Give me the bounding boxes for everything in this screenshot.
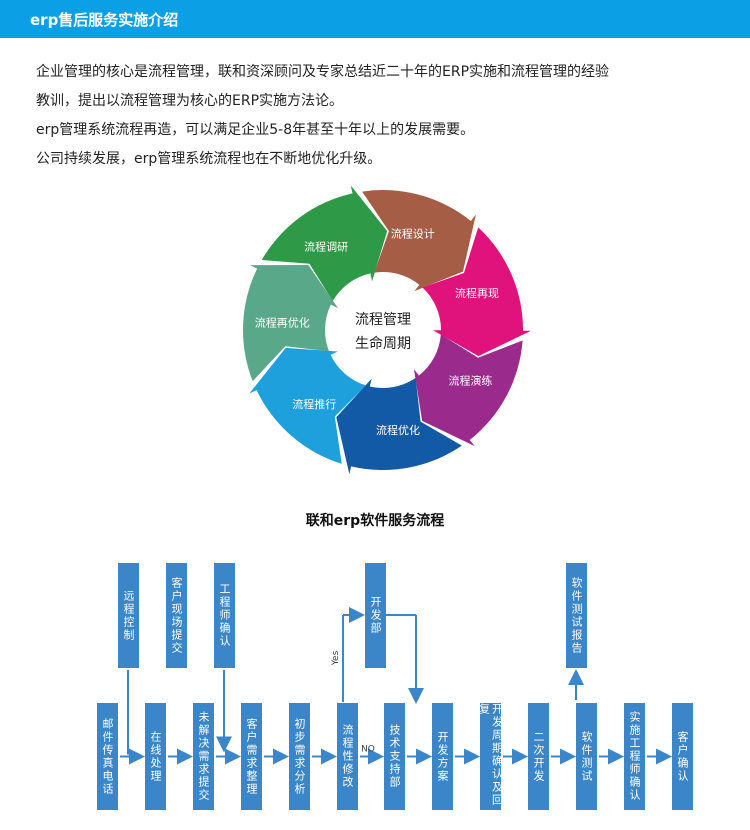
cycle-segment-label: 流程调研 [304, 240, 348, 254]
page-title: erp售后服务实施介绍 [30, 11, 179, 29]
cycle-segment [261, 185, 388, 301]
flow-step-box: 在线处理 [145, 703, 166, 810]
yes-label: Yes [331, 650, 341, 666]
flow-step-box: 实施工程师确认 [624, 703, 645, 810]
cycle-segment-label: 流程优化 [376, 423, 420, 437]
cycle-segment-label: 流程再优化 [255, 315, 310, 329]
flow-step-box: 开发方案 [432, 703, 453, 810]
intro-line: erp管理系统流程再造，可以满足企业5-8年甚至十年以上的发展需要。 [36, 122, 475, 138]
cycle-center-label: 流程管理 [355, 312, 411, 328]
flow-step-box: 开发周期确认及回复 [480, 703, 501, 810]
flow-step-box: 客户确认 [672, 703, 693, 810]
no-label: NO [361, 745, 375, 755]
cycle-segment-label: 流程推行 [292, 397, 336, 411]
intro-text: 企业管理的核心是流程管理，联和资深顾问及专家总结近二十年的ERP实施和流程管理的… [36, 58, 726, 174]
cycle-segment [243, 265, 339, 382]
flow-step-box: 软件测试 [576, 703, 597, 810]
flow-title: 联和erp软件服务流程 [305, 513, 445, 529]
cycle-segment [362, 190, 476, 292]
intro-line: 教训，提出以流程管理为核心的ERP实施方法论。 [36, 93, 344, 109]
flow-step-box: 技术支持部 [384, 703, 405, 810]
intro-line: 公司持续发展，erp管理系统流程也在不断地优化升级。 [36, 151, 382, 167]
cycle-center-label: 生命周期 [355, 335, 411, 352]
flow-step-box: 流程性修改 [337, 703, 358, 810]
cycle-segment [422, 227, 531, 357]
page-header: erp售后服务实施介绍 [0, 0, 750, 38]
cycle-segment-label: 流程设计 [391, 226, 435, 240]
flow-step-box: 二次开发 [528, 703, 549, 810]
flow-top-box: 开发部 [365, 563, 386, 668]
cycle-segment [336, 377, 462, 475]
flow-step-box: 客户需求整理 [241, 703, 262, 810]
flow-top-box: 客户现场提交 [166, 563, 187, 668]
cycle-segment-label: 流程演练 [448, 374, 492, 388]
flow-top-box: 远程控制 [118, 563, 139, 668]
cycle-segment [413, 334, 523, 447]
flow-top-box: 工程师确认 [214, 563, 235, 668]
cycle-segment-label: 流程再现 [455, 286, 499, 300]
flow-step-box: 初步需求分析 [289, 703, 310, 810]
cycle-segment [249, 347, 366, 464]
flow-step-box: 未解决需求提交 [193, 703, 214, 810]
flow-top-box: 软件测试报告 [566, 563, 587, 668]
flow-step-box: 邮件传真电话 [97, 703, 118, 810]
intro-line: 企业管理的核心是流程管理，联和资深顾问及专家总结近二十年的ERP实施和流程管理的… [36, 64, 610, 80]
